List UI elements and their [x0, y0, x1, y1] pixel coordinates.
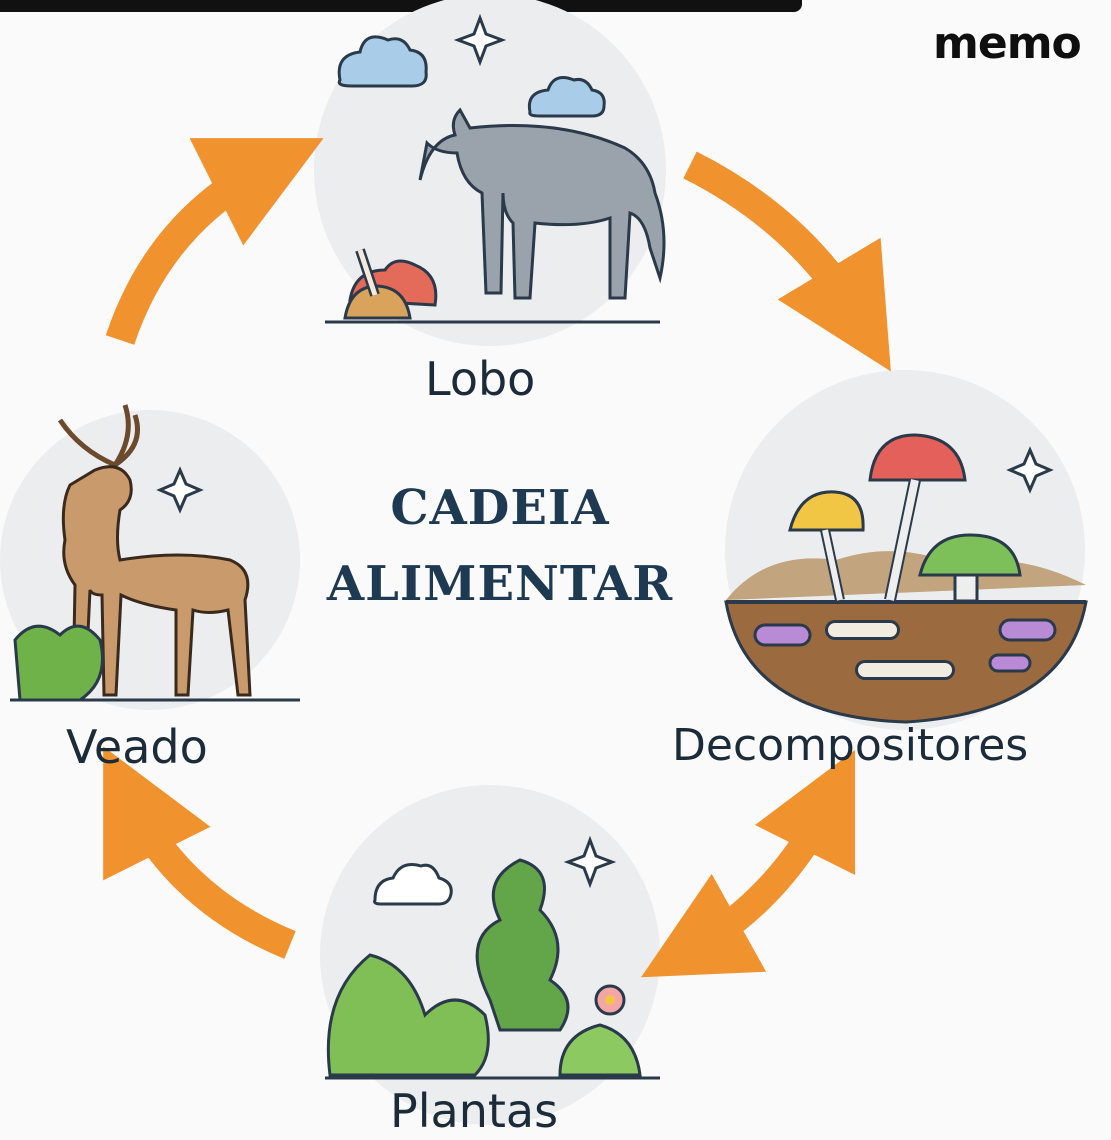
title-line-1: CADEIA	[390, 480, 610, 536]
node-label-decompositores: Decompositores	[672, 720, 1029, 771]
arrow-lobo-to-decompositores	[683, 151, 891, 372]
node-label-plantas: Plantas	[390, 1084, 559, 1138]
plants-icon	[325, 835, 660, 1080]
top-bar	[0, 0, 802, 12]
arrow-veado-to-lobo	[105, 138, 324, 345]
arrow-plantas-to-veado	[103, 746, 296, 959]
wolf-icon	[325, 13, 666, 324]
title-line-2: ALIMENTAR	[326, 556, 674, 612]
node-label-lobo: Lobo	[425, 352, 536, 406]
deer-icon	[10, 404, 300, 702]
mushroom-icon	[724, 433, 1088, 724]
node-label-veado: Veado	[66, 720, 208, 774]
brand-logo: memo	[933, 18, 1082, 69]
diagram-title: CADEIA ALIMENTAR	[300, 470, 700, 622]
arrow-decompositores-plantas	[641, 749, 856, 978]
